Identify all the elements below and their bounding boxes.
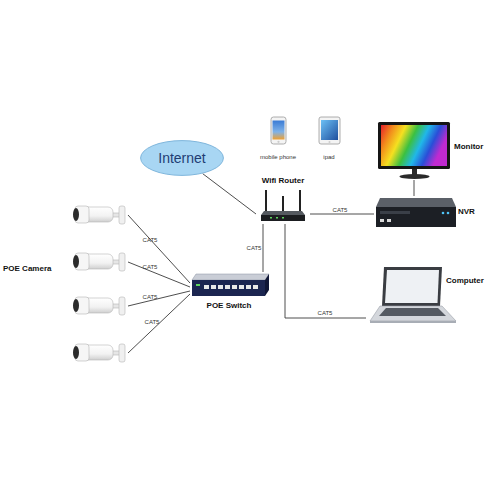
device-group: POE Camera xyxy=(3,200,128,368)
device-label: POE Camera xyxy=(3,264,51,274)
laptop-lid xyxy=(382,267,442,306)
cloud-label: Internet xyxy=(140,149,224,167)
camera-mount xyxy=(119,253,125,271)
switch-port xyxy=(204,285,209,289)
camera-icon xyxy=(73,253,125,271)
router-icon xyxy=(261,190,305,221)
cable-label: CAT5 xyxy=(145,319,160,326)
cable-label: CAT5 xyxy=(333,207,348,214)
monitor-base xyxy=(400,174,430,179)
camera-lens xyxy=(73,299,79,312)
cable-label: CAT5 xyxy=(318,310,333,317)
monitor-frame xyxy=(378,122,450,169)
device-node: NVR xyxy=(374,196,486,230)
device-node: Computer xyxy=(366,264,496,324)
cable-label: CAT5 xyxy=(247,245,262,252)
device-label: NVR xyxy=(458,207,475,217)
tablet-icon xyxy=(319,117,340,144)
switch-port xyxy=(232,285,237,289)
camera-lens xyxy=(73,208,79,221)
device-node: POE Switch xyxy=(190,272,268,312)
cable-line xyxy=(310,214,374,215)
cable-line xyxy=(128,215,190,283)
device-node: Monitor xyxy=(376,120,496,180)
nvr-led xyxy=(447,212,450,215)
cloud-ellipse xyxy=(141,141,224,176)
switch-port xyxy=(211,285,216,289)
router-antenna xyxy=(265,190,267,212)
phone-icon xyxy=(271,117,286,144)
router-led xyxy=(276,217,278,219)
router-led xyxy=(270,217,272,219)
camera-mount xyxy=(119,297,125,315)
laptop-base xyxy=(370,306,456,321)
camera-lens xyxy=(73,255,79,268)
laptop-screen xyxy=(385,270,439,303)
device-node: Wifi Router xyxy=(256,176,310,224)
camera-mount xyxy=(119,344,125,362)
nvr-led xyxy=(442,212,445,215)
device-label-group: mobile phone xyxy=(252,116,304,162)
switch-port xyxy=(218,285,223,289)
monitor-icon xyxy=(378,122,450,179)
cable-label: CAT5 xyxy=(143,264,158,271)
camera-mount xyxy=(119,206,125,224)
cable-line xyxy=(128,262,190,287)
nvr-port xyxy=(380,219,384,222)
tablet-body xyxy=(319,117,340,144)
tablet-button xyxy=(329,141,331,143)
switch-front xyxy=(192,280,265,296)
switch-top xyxy=(192,274,269,280)
switch-port xyxy=(246,285,251,289)
switch-led xyxy=(196,284,200,286)
cable-line xyxy=(285,224,366,318)
cloud-node: Internet xyxy=(140,140,224,176)
router-antenna xyxy=(299,190,301,212)
cable-line xyxy=(263,224,264,272)
phone-body xyxy=(271,117,286,144)
nvr-top xyxy=(376,198,456,207)
tablet-screen xyxy=(321,120,338,140)
router-top xyxy=(261,211,305,215)
device-label: mobile phone xyxy=(252,153,304,161)
camera-icon xyxy=(73,206,125,224)
nvr-front xyxy=(376,207,456,227)
switch-port xyxy=(239,285,244,289)
device-label: Wifi Router xyxy=(256,176,310,186)
laptop-icon xyxy=(370,267,456,323)
switch-port xyxy=(253,285,258,289)
cable-line xyxy=(414,180,415,196)
laptop-keyboard xyxy=(379,308,446,316)
nvr-icon xyxy=(376,198,456,227)
cable-label: CAT5 xyxy=(143,237,158,244)
phone-screen xyxy=(273,121,285,140)
nvr-port xyxy=(387,219,391,222)
router-antenna xyxy=(282,196,284,211)
cable-label: CAT5 xyxy=(143,294,158,301)
cable-line xyxy=(203,174,256,214)
switch-port xyxy=(225,285,230,289)
laptop-edge xyxy=(370,321,456,323)
device-label: ipad xyxy=(308,153,350,161)
device-label: POE Switch xyxy=(190,301,268,311)
camera-lens xyxy=(73,346,79,359)
router-front xyxy=(261,215,305,221)
cable-line xyxy=(128,291,190,306)
nvr-panel xyxy=(380,211,410,214)
switch-side xyxy=(265,274,269,296)
camera-icon xyxy=(73,297,125,315)
router-led xyxy=(282,217,284,219)
cable-line xyxy=(128,294,190,353)
device-label: Computer xyxy=(446,276,484,286)
monitor-screen xyxy=(381,125,447,166)
wire-layer xyxy=(128,174,414,353)
switch-icon xyxy=(192,274,269,296)
device-label-group: ipad xyxy=(308,116,350,162)
device-label: Monitor xyxy=(454,142,483,152)
phone-button xyxy=(277,141,279,143)
camera-icon xyxy=(73,344,125,362)
